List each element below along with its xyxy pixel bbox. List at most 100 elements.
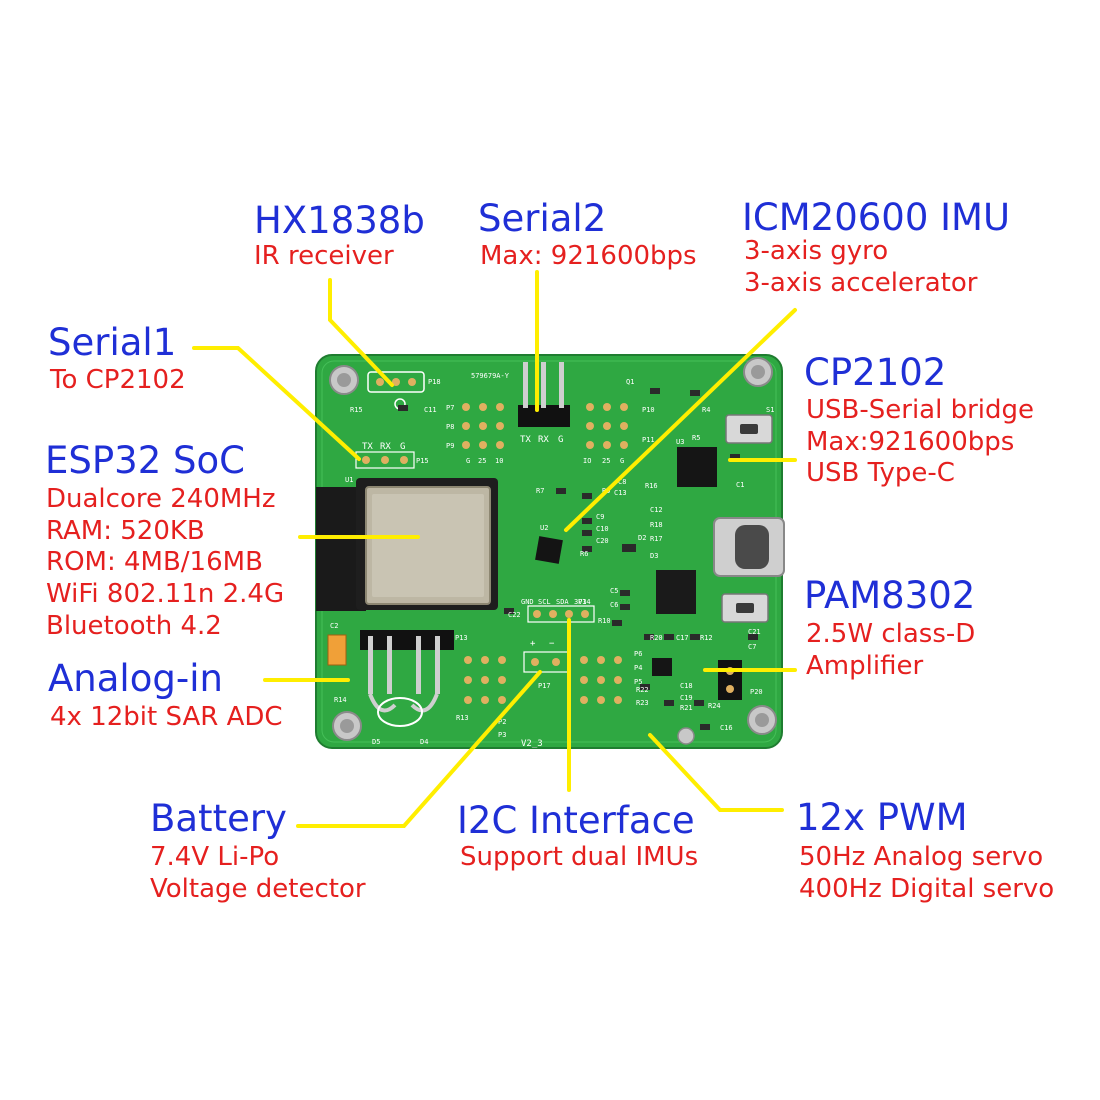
analog-in-title: Analog-in (48, 657, 223, 700)
ref-designator-r20: R20 (650, 634, 663, 642)
cp2102-title: CP2102 (804, 351, 947, 394)
esp32-line: Dualcore 240MHz (46, 484, 276, 514)
ref-designator-p20: P20 (750, 688, 763, 696)
ref-designator-c12: C12 (650, 506, 663, 514)
serial2-line: Max: 921600bps (480, 241, 697, 271)
silk-pwm-gr: G (620, 457, 624, 465)
cp2102-chip (677, 447, 717, 487)
silk-gnd: GND (521, 598, 534, 606)
hx1838b-description: IR receiver (254, 241, 394, 273)
mounting-hole (743, 357, 773, 387)
silk-rx2: RX (538, 435, 549, 445)
ref-designator-c9: C9 (596, 513, 604, 521)
serial2-description: Max: 921600bps (480, 241, 697, 273)
ref-designator-r4: R4 (702, 406, 710, 414)
ref-designator-u2: U2 (540, 524, 548, 532)
ref-designator-c10: C10 (596, 525, 609, 533)
silk-pwm-g: G (466, 457, 470, 465)
ref-designator-p10: P10 (642, 406, 655, 414)
analog-in-line: 4x 12bit SAR ADC (50, 702, 283, 732)
pwm-line: 400Hz Digital servo (799, 873, 1055, 904)
mounting-hole (329, 365, 359, 395)
pad-array-bottom-right (580, 656, 622, 704)
ref-designator-r12: R12 (700, 634, 713, 642)
ref-designator-c18: C18 (680, 682, 693, 690)
esp32-module (316, 478, 498, 611)
cp2102-line: USB-Serial bridge (806, 395, 1035, 425)
leader-battery (296, 670, 542, 828)
ref-designator-p9: P9 (446, 442, 454, 450)
silk-pwm-io: IO (583, 457, 591, 465)
ref-designator-c8: C8 (618, 478, 626, 486)
silk-version: V2_3 (521, 739, 543, 749)
silk-pwm-25: 25 (478, 457, 486, 465)
silk-rx: RX (380, 442, 391, 452)
serial2-title: Serial2 (478, 197, 607, 240)
pam8302-title: PAM8302 (804, 574, 976, 617)
ref-designator-c1: C1 (736, 481, 744, 489)
ref-designator-r14: R14 (334, 696, 347, 704)
ref-designator-r18: R18 (650, 521, 663, 529)
hx1838b-title: HX1838b (254, 199, 425, 242)
ref-designator-r13: R13 (456, 714, 469, 722)
cp2102-description: USB-Serial bridge Max:921600bps USB Type… (806, 395, 1034, 490)
ref-designator-c19: C19 (680, 694, 693, 702)
smd-components (398, 388, 758, 730)
pam8302-chip (652, 658, 672, 676)
battery-description: 7.4V Li-Po Voltage detector (150, 842, 366, 905)
esp32-line: RAM: 520KB (46, 515, 205, 546)
ref-designator-r16: R16 (645, 482, 658, 490)
silk-tx: TX (362, 442, 373, 452)
i2c-line: Support dual IMUs (460, 842, 699, 872)
ref-designator-r10: R10 (598, 617, 611, 625)
mounting-hole (747, 705, 777, 735)
ref-designator-c2: C2 (330, 622, 338, 630)
ref-designator-p18: P18 (428, 378, 441, 386)
capacitor-c2 (327, 634, 347, 666)
pad-array-bottom-left (464, 656, 506, 704)
ref-designator-r7: R7 (536, 487, 544, 495)
esp32-description: Dualcore 240MHz RAM: 520KB ROM: 4MB/16MB… (46, 484, 284, 643)
ref-designator-r23: R23 (636, 699, 649, 707)
ref-designator-r15: R15 (350, 406, 363, 414)
ref-designator-p5: P5 (634, 678, 642, 686)
icm20600-title: ICM20600 IMU (742, 196, 1011, 239)
ref-designator-c5: C5 (610, 587, 618, 595)
silk-pwm-25r: 25 (602, 457, 610, 465)
esp32-line: ROM: 4MB/16MB (46, 547, 263, 578)
serial1-line: To CP2102 (50, 365, 186, 395)
ref-designator-p15: P15 (416, 457, 429, 465)
cp2102-line: Max:921600bps (806, 426, 1015, 457)
icm20600-line: 3-axis accelerator (744, 267, 978, 298)
serial1-header (355, 451, 415, 469)
pwm-line: 50Hz Analog servo (799, 842, 1044, 872)
esp32-line: Bluetooth 4.2 (46, 610, 222, 641)
pwm-description: 50Hz Analog servo 400Hz Digital servo (799, 842, 1054, 905)
ref-designator-p13: P13 (455, 634, 468, 642)
ref-designator-q1: Q1 (626, 378, 634, 386)
silk-pwm-10: 10 (495, 457, 503, 465)
silk-minus: − (549, 639, 555, 649)
serial2-header (518, 362, 570, 427)
ref-designator-c6: C6 (610, 601, 618, 609)
ref-designator-p4: P4 (634, 664, 642, 672)
ref-designator-c13: C13 (614, 489, 627, 497)
ref-designator-p11: P11 (642, 436, 655, 444)
ref-designator-r6: R6 (580, 550, 588, 558)
icm20600-line: 3-axis gyro (744, 236, 889, 266)
ref-designator-r21: R21 (680, 704, 693, 712)
board-id-silk: 579679A-Y (471, 372, 510, 380)
ref-designator-p17: P17 (538, 682, 551, 690)
ref-designator-r5: R5 (692, 434, 700, 442)
ref-designator-c11: C11 (424, 406, 437, 414)
ref-designator-c21: C21 (748, 628, 761, 636)
silk-scl: SCL (538, 598, 551, 606)
leader-pwm (648, 733, 784, 812)
ref-designator-d2: D2 (638, 534, 646, 542)
icm20600-description: 3-axis gyro 3-axis accelerator (744, 236, 977, 299)
analog-in-header (360, 630, 454, 727)
battery-title: Battery (150, 797, 287, 840)
ref-designator-u1: U1 (345, 476, 353, 484)
